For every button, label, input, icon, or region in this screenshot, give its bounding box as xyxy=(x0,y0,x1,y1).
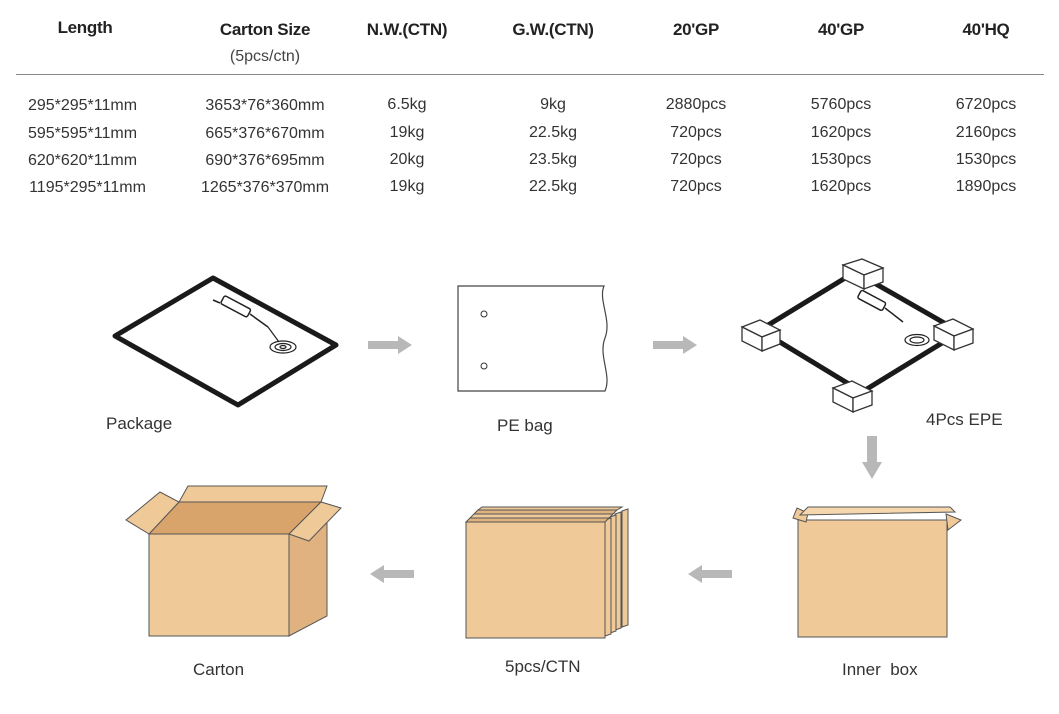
row-3-40hq: 1530pcs xyxy=(955,151,1017,168)
row-2-40gp: 1620pcs xyxy=(810,124,872,141)
caption-carton: Carton xyxy=(193,660,245,679)
arrow-right-icon xyxy=(653,336,697,354)
led-panel-illustration xyxy=(112,275,339,408)
row-1-carton: 3653*76*360mm xyxy=(205,97,325,114)
row-2-gw: 22.5kg xyxy=(528,124,578,141)
row-4-40hq: 1890pcs xyxy=(955,178,1017,195)
header-40gp: 40'GP xyxy=(817,20,864,39)
arrow-left-icon xyxy=(370,565,414,583)
header-carton-size-sub: (5pcs/ctn) xyxy=(229,48,301,65)
row-3-gw: 23.5kg xyxy=(528,151,578,168)
row-1-40gp: 5760pcs xyxy=(810,96,872,113)
row-2-length: 595*595*11mm xyxy=(27,125,138,142)
row-4-carton: 1265*376*370mm xyxy=(200,179,330,196)
five-pcs-illustration xyxy=(464,506,629,639)
epe-illustration xyxy=(740,258,975,414)
caption-epe: 4Pcs EPE xyxy=(926,410,1003,429)
row-3-nw: 20kg xyxy=(389,151,425,168)
row-1-40hq: 6720pcs xyxy=(955,96,1017,113)
row-3-carton: 690*376*695mm xyxy=(205,152,325,169)
caption-five-pcs: 5pcs/CTN xyxy=(505,657,581,676)
header-carton-size: Carton Size xyxy=(219,20,311,39)
arrow-right-icon xyxy=(368,336,412,354)
caption-package: Package xyxy=(106,414,173,433)
arrow-left-icon xyxy=(688,565,732,583)
header-20gp: 20'GP xyxy=(672,20,719,39)
row-2-20gp: 720pcs xyxy=(670,124,722,141)
row-3-20gp: 720pcs xyxy=(670,151,722,168)
caption-pe-bag: PE bag xyxy=(497,416,553,435)
header-divider xyxy=(16,74,1044,75)
row-3-40gp: 1530pcs xyxy=(810,151,872,168)
row-1-20gp: 2880pcs xyxy=(665,96,727,113)
row-4-20gp: 720pcs xyxy=(670,178,722,195)
row-2-40hq: 2160pcs xyxy=(955,124,1017,141)
pe-bag-illustration xyxy=(457,285,608,392)
row-3-length: 620*620*11mm xyxy=(27,152,138,169)
header-nw: N.W.(CTN) xyxy=(366,20,448,39)
row-2-nw: 19kg xyxy=(389,124,425,141)
arrow-down-icon xyxy=(862,436,882,479)
inner-box-illustration xyxy=(792,506,963,638)
row-2-carton: 665*376*670mm xyxy=(205,125,325,142)
row-4-40gp: 1620pcs xyxy=(810,178,872,195)
header-40hq: 40'HQ xyxy=(962,20,1010,39)
caption-inner-box: Inner box xyxy=(842,660,918,679)
row-1-gw: 9kg xyxy=(540,96,566,113)
header-length: Length xyxy=(57,18,113,37)
row-1-nw: 6.5kg xyxy=(387,96,427,113)
header-gw: G.W.(CTN) xyxy=(512,20,594,39)
row-4-length: 1195*295*11mm xyxy=(29,179,146,196)
row-1-length: 295*295*11mm xyxy=(27,97,138,114)
row-4-nw: 19kg xyxy=(389,178,425,195)
carton-illustration xyxy=(125,485,342,637)
row-4-gw: 22.5kg xyxy=(528,178,578,195)
